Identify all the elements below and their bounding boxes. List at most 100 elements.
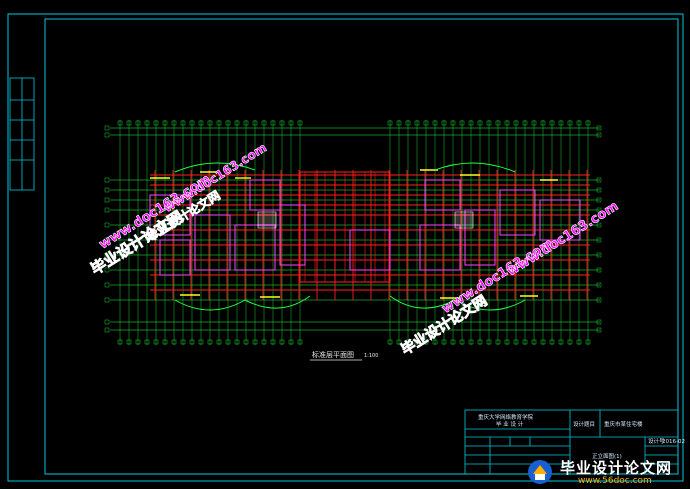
room-outline (424, 179, 461, 211)
axis-bubble (261, 339, 267, 345)
axis-bubble (225, 120, 231, 126)
axis-bubble (477, 339, 483, 345)
axis-bubble (558, 339, 564, 345)
axis-bubble (405, 339, 411, 345)
axis-bubble (423, 120, 429, 126)
axis-bubble (126, 339, 132, 345)
balcony-curve (389, 295, 526, 311)
axis-bubble (495, 339, 501, 345)
balcony-curve (174, 295, 311, 311)
room-outline (539, 199, 581, 241)
axis-bubble (432, 120, 438, 126)
axis-bubble (468, 339, 474, 345)
tb-thesis: 毕 业 设 计 (496, 420, 524, 428)
axis-bubble (279, 339, 285, 345)
room-outline (249, 179, 281, 211)
axis-bubble (468, 120, 474, 126)
axis-bubble (162, 120, 168, 126)
axis-bubble (104, 125, 110, 131)
axis-bubble (270, 120, 276, 126)
room-outline (194, 214, 231, 271)
tb-sheet-no-label: 设计号 (648, 437, 665, 445)
binding-strip (9, 77, 35, 191)
axis-bubble (261, 120, 267, 126)
axis-bubble (180, 339, 186, 345)
axis-bubble (596, 319, 602, 325)
axis-bubble (596, 282, 602, 288)
floor-plan (104, 120, 602, 345)
axis-bubble (504, 339, 510, 345)
axis-bubble (117, 120, 123, 126)
inner-frame (44, 18, 679, 475)
axis-bubble (288, 120, 294, 126)
axis-bubble (153, 339, 159, 345)
svg-text:www.doc163.com: www.doc163.com (504, 199, 621, 280)
axis-bubble (596, 252, 602, 258)
axis-bubble (104, 297, 110, 303)
axis-bubble (596, 327, 602, 333)
room-outline (419, 224, 461, 271)
axis-bubble (432, 339, 438, 345)
axis-bubble (234, 120, 240, 126)
watermark-2: 毕业设计论文网 www.doc163.com (143, 140, 269, 245)
axis-bubble (513, 339, 519, 345)
axis-bubble (396, 339, 402, 345)
axis-bubble (243, 339, 249, 345)
axis-bubble (459, 120, 465, 126)
axis-bubble (144, 339, 150, 345)
sheet-frame (7, 13, 684, 482)
axis-bubble (279, 120, 285, 126)
axis-bubble (459, 339, 465, 345)
axis-bubble (585, 339, 591, 345)
axis-bubble (596, 237, 602, 243)
title-block (464, 409, 679, 475)
axis-bubble (486, 339, 492, 345)
axis-bubble (297, 339, 303, 345)
axis-bubble (243, 120, 249, 126)
axis-bubble (104, 207, 110, 213)
axis-bubble (104, 132, 110, 138)
axis-bubble (531, 120, 537, 126)
axis-bubble (414, 339, 420, 345)
axis-bubble (540, 339, 546, 345)
axis-bubble (216, 120, 222, 126)
axis-bubble (198, 339, 204, 345)
axis-bubble (495, 120, 501, 126)
tb-school: 重庆大学网络教育学院 (478, 413, 534, 421)
room-outline (499, 189, 536, 236)
axis-bubble (144, 120, 150, 126)
axis-bubble (189, 339, 195, 345)
axis-bubble (522, 120, 528, 126)
room-outline (464, 209, 496, 266)
axis-bubble (104, 282, 110, 288)
axis-bubble (405, 120, 411, 126)
axis-bubble (104, 237, 110, 243)
logo-icon (528, 460, 552, 484)
axis-bubble (234, 339, 240, 345)
axis-bubble (540, 120, 546, 126)
axis-bubble (104, 222, 110, 228)
axis-bubble (576, 120, 582, 126)
plan-title: 标准层平面图 (312, 350, 354, 359)
room-outline (149, 194, 191, 236)
axis-bubble (126, 120, 132, 126)
axis-bubble (288, 339, 294, 345)
plan-scale: 1:100 (364, 353, 378, 359)
logo-url: www.56doc.com (578, 476, 652, 486)
axis-bubble (567, 339, 573, 345)
axis-bubble (252, 120, 258, 126)
axis-bubble (576, 339, 582, 345)
axis-bubble (104, 187, 110, 193)
axis-bubble (153, 120, 159, 126)
watermark-4: www.doc163.com (504, 199, 621, 280)
axis-bubble (596, 132, 602, 138)
axis-bubble (596, 125, 602, 131)
axis-bubble (171, 339, 177, 345)
axis-bubble (596, 267, 602, 273)
axis-bubble (252, 339, 258, 345)
axis-bubble (477, 120, 483, 126)
axis-bubble (441, 120, 447, 126)
axis-bubble (450, 120, 456, 126)
tb-project: 重庆市某住宅楼 (604, 420, 643, 428)
